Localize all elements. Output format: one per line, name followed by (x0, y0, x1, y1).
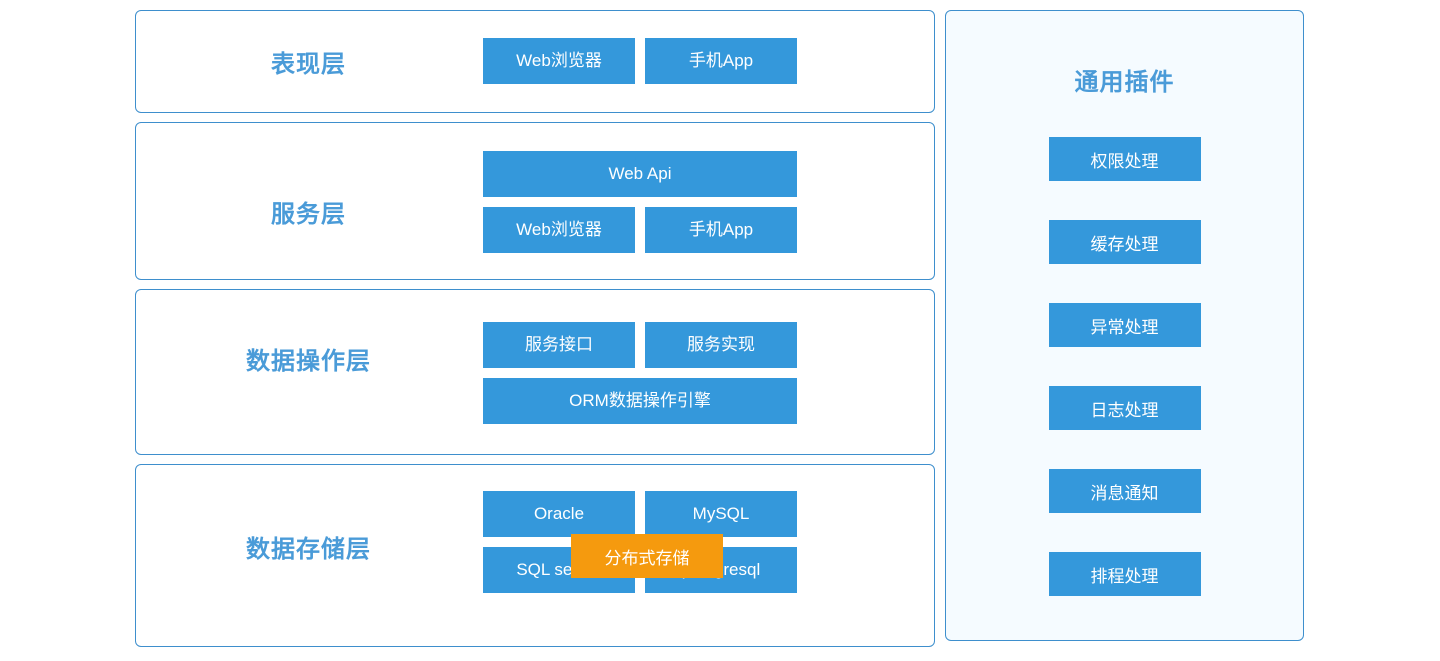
chip-oracle[interactable]: Oracle (483, 491, 635, 537)
layers-column: 表现层 Web浏览器 手机App 服务层 Web Api (135, 10, 935, 656)
chip-orm-engine[interactable]: ORM数据操作引擎 (483, 378, 797, 424)
chip-web-api[interactable]: Web Api (483, 151, 797, 197)
plugins-panel: 通用插件 权限处理 缓存处理 异常处理 日志处理 消息通知 排程处理 (945, 10, 1304, 641)
layer-service-row-1: Web Api (483, 151, 797, 197)
plugin-permission[interactable]: 权限处理 (1048, 137, 1201, 181)
chip-service-web-browser[interactable]: Web浏览器 (483, 207, 635, 253)
layer-service-row-2: Web浏览器 手机App (483, 207, 797, 253)
layer-data-operation-row-2: ORM数据操作引擎 (483, 378, 797, 424)
plugin-notification[interactable]: 消息通知 (1048, 469, 1201, 513)
chip-distributed-storage[interactable]: 分布式存储 (571, 534, 723, 578)
chip-service-interface[interactable]: 服务接口 (483, 322, 635, 368)
layer-presentation-row-1: Web浏览器 手机App (483, 38, 797, 84)
plugins-list: 权限处理 缓存处理 异常处理 日志处理 消息通知 排程处理 (946, 137, 1303, 596)
layer-data-storage-row-1: Oracle MySQL (483, 491, 797, 537)
plugin-exception[interactable]: 异常处理 (1048, 303, 1201, 347)
chip-mysql[interactable]: MySQL (645, 491, 797, 537)
chip-service-implementation[interactable]: 服务实现 (645, 322, 797, 368)
plugins-panel-title: 通用插件 (1074, 69, 1175, 96)
layer-presentation-title: 表现层 (271, 51, 346, 78)
chip-mobile-app[interactable]: 手机App (645, 38, 797, 84)
layer-data-operation: 数据操作层 服务接口 服务实现 ORM数据操作引擎 (135, 289, 935, 455)
plugin-scheduling[interactable]: 排程处理 (1048, 552, 1201, 596)
plugin-logging[interactable]: 日志处理 (1048, 386, 1201, 430)
layer-service: 服务层 Web Api Web浏览器 手机App (135, 122, 935, 280)
layer-data-operation-boxes: 服务接口 服务实现 ORM数据操作引擎 (483, 322, 797, 424)
storage-grid: Oracle MySQL SQL server postgresql 分布式存储 (483, 491, 797, 593)
layer-presentation: 表现层 Web浏览器 手机App (135, 10, 935, 113)
chip-service-mobile-app[interactable]: 手机App (645, 207, 797, 253)
layer-data-storage-title: 数据存储层 (246, 536, 371, 563)
layer-data-storage-boxes: Oracle MySQL SQL server postgresql 分布式存储 (483, 491, 797, 593)
layer-data-operation-title: 数据操作层 (246, 348, 371, 375)
layer-data-storage: 数据存储层 Oracle MySQL SQL server postgresql… (135, 464, 935, 647)
layer-service-boxes: Web Api Web浏览器 手机App (483, 151, 797, 253)
chip-web-browser[interactable]: Web浏览器 (483, 38, 635, 84)
layer-service-title: 服务层 (271, 201, 346, 228)
layer-presentation-boxes: Web浏览器 手机App (483, 38, 797, 84)
layer-data-operation-row-1: 服务接口 服务实现 (483, 322, 797, 368)
plugin-cache[interactable]: 缓存处理 (1048, 220, 1201, 264)
